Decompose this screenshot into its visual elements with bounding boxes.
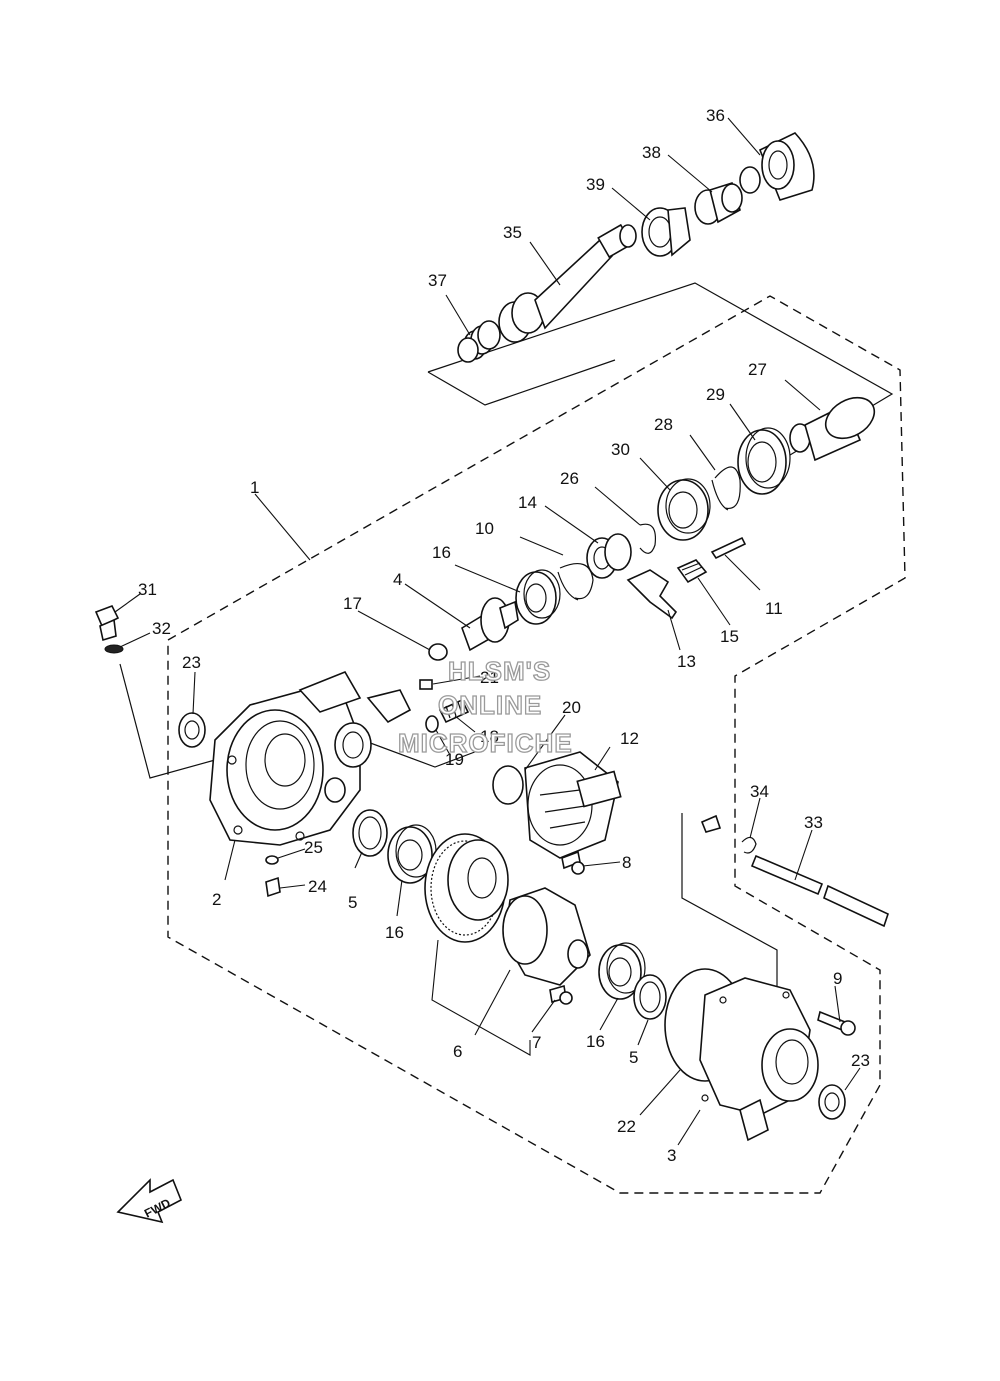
pinion-gear-part-4 bbox=[461, 597, 519, 652]
watermark: HLSM'S ONLINE MICROFICHE bbox=[397, 655, 573, 758]
callout-38: 38 bbox=[642, 143, 661, 162]
plug-part-21 bbox=[419, 679, 433, 690]
callout-30: 30 bbox=[611, 440, 630, 459]
bearing-part-16-left bbox=[387, 824, 437, 884]
bracket-part bbox=[366, 689, 412, 724]
sleeve-part-14 bbox=[586, 533, 632, 579]
callout-16-left: 16 bbox=[385, 923, 404, 942]
callout-19: 19 bbox=[445, 750, 464, 769]
shift-fork-part-13 bbox=[626, 569, 678, 620]
small-bolt-part bbox=[700, 814, 722, 833]
callout-4: 4 bbox=[393, 570, 402, 589]
callout-16-top: 16 bbox=[432, 543, 451, 562]
ring-gear-part-6 bbox=[424, 833, 509, 943]
cover-part-3 bbox=[699, 977, 819, 1142]
oil-seal-part-23-left bbox=[178, 712, 206, 748]
callout-6: 6 bbox=[453, 1042, 462, 1061]
callout-12: 12 bbox=[620, 729, 639, 748]
callout-2: 2 bbox=[212, 890, 221, 909]
spring-part-37 bbox=[457, 320, 501, 363]
callout-20: 20 bbox=[562, 698, 581, 717]
callout-5-left: 5 bbox=[348, 893, 357, 912]
callout-13: 13 bbox=[677, 652, 696, 671]
watermark-line-2: ONLINE bbox=[438, 690, 542, 720]
collar-part-38 bbox=[694, 181, 743, 225]
watermark-line-1: HLSM'S bbox=[448, 656, 551, 686]
callout-24: 24 bbox=[308, 877, 327, 896]
yoke-part-36 bbox=[739, 132, 815, 201]
callout-35: 35 bbox=[503, 223, 522, 242]
bracket-lines-left bbox=[119, 663, 216, 779]
bolt-part-9 bbox=[817, 1010, 856, 1036]
bolt-part-7 bbox=[549, 984, 573, 1005]
callout-31: 31 bbox=[138, 580, 157, 599]
callout-15: 15 bbox=[720, 627, 739, 646]
bearing-part-16-top bbox=[515, 569, 561, 625]
callout-11: 11 bbox=[765, 599, 783, 618]
bolt-part-31 bbox=[94, 604, 120, 642]
shim-part-5-left bbox=[352, 809, 388, 857]
callout-39: 39 bbox=[586, 175, 605, 194]
bearing-part-16-right bbox=[598, 942, 646, 1000]
callout-1: 1 bbox=[250, 478, 259, 497]
callout-10: 10 bbox=[475, 519, 494, 538]
callout-5-right: 5 bbox=[629, 1048, 638, 1067]
washer-part-19 bbox=[425, 715, 439, 733]
washer-part-25 bbox=[265, 855, 279, 865]
callout-21: 21 bbox=[480, 668, 499, 687]
plug-part-24 bbox=[265, 876, 281, 898]
clip-part-34 bbox=[741, 836, 757, 854]
callout-34: 34 bbox=[750, 782, 769, 801]
assembly-boundary-main bbox=[167, 295, 906, 1194]
shim-part-5-right bbox=[633, 974, 667, 1020]
callout-25: 25 bbox=[304, 838, 323, 857]
leader-lines bbox=[114, 117, 861, 1146]
circlip-part-10 bbox=[557, 562, 594, 601]
coupling-part-39 bbox=[641, 207, 691, 257]
callout-23-right: 23 bbox=[851, 1051, 870, 1070]
callout-14: 14 bbox=[518, 493, 537, 512]
callout-33: 33 bbox=[804, 813, 823, 832]
callout-3: 3 bbox=[667, 1146, 676, 1165]
block-part-15 bbox=[676, 559, 708, 584]
callout-16-right: 16 bbox=[586, 1032, 605, 1051]
callout-22: 22 bbox=[617, 1117, 636, 1136]
rod-part-33 bbox=[750, 854, 889, 928]
snap-ring-part-26 bbox=[639, 523, 657, 554]
callout-26: 26 bbox=[560, 469, 579, 488]
bearing-part-30 bbox=[657, 478, 711, 541]
collar-part-17 bbox=[428, 643, 448, 661]
circlip-part-28 bbox=[711, 466, 741, 511]
callout-labels: 1 2 3 4 5 5 6 7 8 9 10 11 12 13 14 15 16… bbox=[138, 106, 870, 1165]
oil-seal-part-23-right bbox=[818, 1084, 846, 1120]
assembly-boundary-shaft-lower bbox=[427, 359, 616, 406]
callout-28: 28 bbox=[654, 415, 673, 434]
callout-9: 9 bbox=[833, 969, 842, 988]
callout-23-left: 23 bbox=[182, 653, 201, 672]
bolt-part-8 bbox=[561, 850, 585, 875]
switch-part-18 bbox=[438, 698, 470, 724]
o-ring-part-20 bbox=[492, 765, 524, 805]
callout-37: 37 bbox=[428, 271, 447, 290]
fwd-arrow-icon: FWD bbox=[116, 1178, 183, 1224]
pin-part-11 bbox=[710, 536, 747, 560]
bearing-part-29 bbox=[737, 427, 791, 495]
washer-part-32 bbox=[104, 644, 124, 654]
differential-case bbox=[502, 887, 591, 986]
pinion-shaft-part-27 bbox=[789, 396, 876, 462]
callout-7: 7 bbox=[532, 1033, 541, 1052]
callout-27: 27 bbox=[748, 360, 767, 379]
housing-part-2 bbox=[209, 670, 372, 846]
callout-29: 29 bbox=[706, 385, 725, 404]
callout-36: 36 bbox=[706, 106, 725, 125]
callout-32: 32 bbox=[152, 619, 171, 638]
callout-17: 17 bbox=[343, 594, 362, 613]
watermark-line-3: MICROFICHE bbox=[398, 728, 573, 758]
callout-18: 18 bbox=[480, 727, 499, 746]
callout-8: 8 bbox=[622, 853, 631, 872]
motor-part-12 bbox=[524, 751, 622, 859]
drive-shaft-part-35 bbox=[498, 223, 637, 343]
